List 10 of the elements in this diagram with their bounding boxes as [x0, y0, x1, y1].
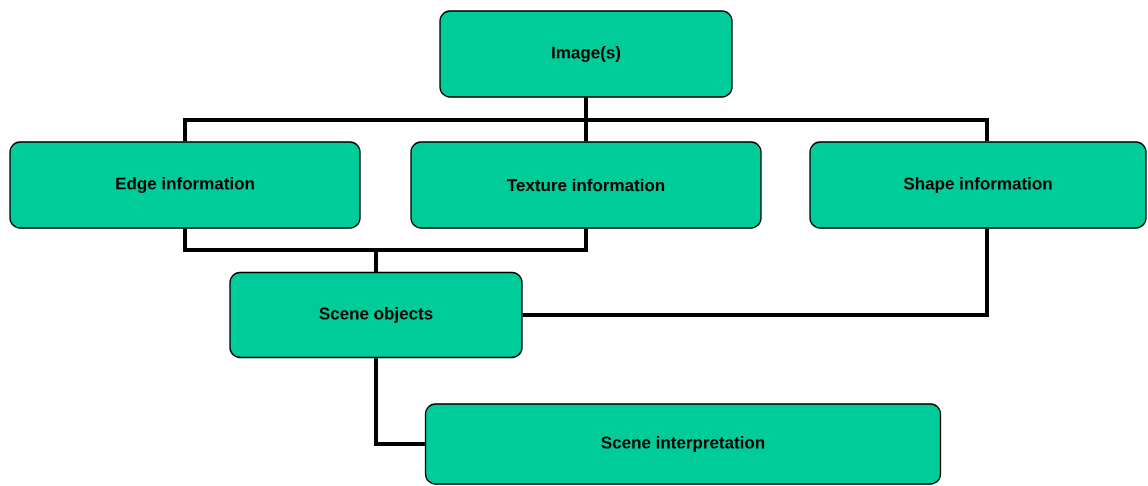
process-box: Scene objects [229, 271, 523, 359]
process-box: Image(s) [439, 10, 733, 98]
connector-line [374, 228, 588, 272]
process-box: Texture information [410, 141, 762, 229]
process-box: Edge information [9, 141, 361, 229]
process-box: Shape information [809, 141, 1147, 229]
connector-line [584, 97, 989, 142]
connector-line [522, 228, 989, 317]
process-box: Scene interpretation [424, 403, 942, 485]
connector-line [374, 358, 425, 446]
